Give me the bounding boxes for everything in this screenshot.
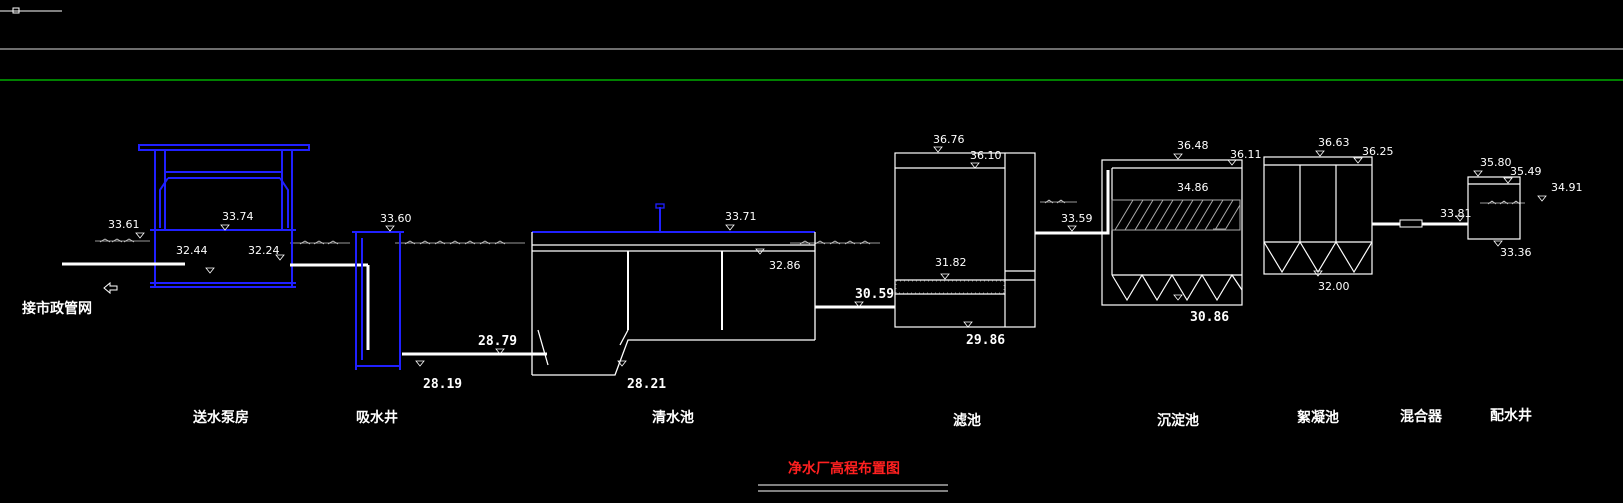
elev-filter-ground: 33.59 (1061, 212, 1093, 225)
elev-settle-top: 36.48 (1177, 139, 1209, 152)
label-mixer: 混合器 (1400, 408, 1443, 425)
filter-tank (894, 152, 1036, 328)
filter-sand-layer (895, 280, 1005, 294)
label-distribution-well: 配水井 (1490, 407, 1532, 424)
sedimentation-tank (1101, 159, 1243, 306)
elev-settle-bottom: 30.86 (1190, 310, 1229, 325)
elev-filter-top: 36.76 (933, 133, 965, 146)
label-flocculation: 絮凝池 (1297, 409, 1339, 426)
elev-clear-top: 33.71 (725, 210, 757, 223)
ground-line (95, 199, 1525, 245)
elev-clear-bottom: 28.21 (627, 377, 666, 392)
top-toolbar-line (0, 7, 1623, 81)
elev-settle-water: 36.11 (1230, 148, 1262, 161)
elev-floc-water: 36.25 (1362, 145, 1394, 158)
elev-pump-pipe: 32.24 (248, 244, 280, 257)
elev-dist-water: 35.49 (1510, 165, 1542, 178)
clear-water-tank (531, 203, 816, 376)
elev-well-top: 33.60 (380, 212, 412, 225)
elev-settle-tube: 34.86 (1177, 181, 1209, 194)
elev-filter-bottom: 29.86 (966, 333, 1005, 348)
settle-to-filter-pipe (1035, 170, 1110, 235)
elev-dist-top: 35.80 (1480, 156, 1512, 169)
elev-pump-floor: 32.44 (176, 244, 208, 257)
structure-labels: 送水泵房 吸水井 清水池 滤池 沉淀池 絮凝池 混合器 配水井 (192, 407, 1532, 429)
elev-dist-bottom: 33.36 (1500, 246, 1532, 259)
elev-suction-pipe: 28.79 (478, 334, 517, 349)
suction-well (352, 231, 404, 370)
label-clear-tank: 清水池 (652, 409, 694, 426)
label-filter: 滤池 (953, 412, 981, 429)
drawing-title: 净水厂高程布置图 (788, 460, 900, 477)
label-sedimentation: 沉淀池 (1157, 412, 1199, 429)
elev-filter-pipe: 30.59 (855, 287, 894, 302)
elev-clear-water: 32.86 (769, 259, 801, 272)
elev-mixer: 33.81 (1440, 207, 1472, 220)
elev-dist-ground: 34.91 (1551, 181, 1583, 194)
elev-well-bottom: 28.19 (423, 377, 462, 392)
elev-filter-sand: 31.82 (935, 256, 967, 269)
label-pump-house: 送水泵房 (192, 409, 249, 426)
elev-floc-top: 36.63 (1318, 136, 1350, 149)
inclined-tube-pack (1111, 199, 1241, 231)
elev-pump-ground: 33.61 (108, 218, 140, 231)
elevation-markers (135, 146, 1547, 367)
distribution-well (1467, 176, 1521, 240)
pump-house (138, 144, 310, 288)
outlet-label: 接市政管网 (22, 300, 92, 317)
elev-floc-bottom: 32.00 (1318, 280, 1350, 293)
label-suction-well: 吸水井 (356, 409, 398, 426)
elev-filter-water: 36.10 (970, 149, 1002, 162)
flocculation-tank (1263, 156, 1373, 275)
mixer-unit (1399, 219, 1423, 228)
flow-arrow-icon (103, 281, 118, 295)
elev-pump-mid: 33.74 (222, 210, 254, 223)
